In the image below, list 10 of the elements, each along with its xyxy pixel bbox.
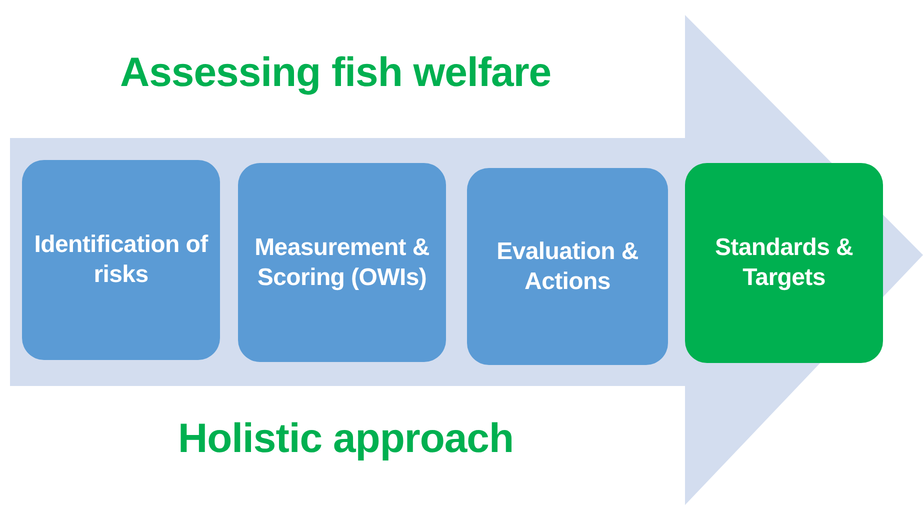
- step-box: [22, 160, 220, 360]
- title: Assessing fish welfare: [120, 52, 552, 93]
- step-label: Identification of risks: [33, 230, 210, 290]
- subtitle: Holistic approach: [178, 418, 514, 459]
- step-label: Standards & Targets: [714, 233, 854, 293]
- step-box: [685, 163, 883, 363]
- step-label: Evaluation & Actions: [496, 236, 640, 296]
- step-box: [467, 168, 668, 365]
- step-box: [238, 163, 446, 362]
- step-label: Measurement & Scoring (OWIs): [254, 232, 430, 292]
